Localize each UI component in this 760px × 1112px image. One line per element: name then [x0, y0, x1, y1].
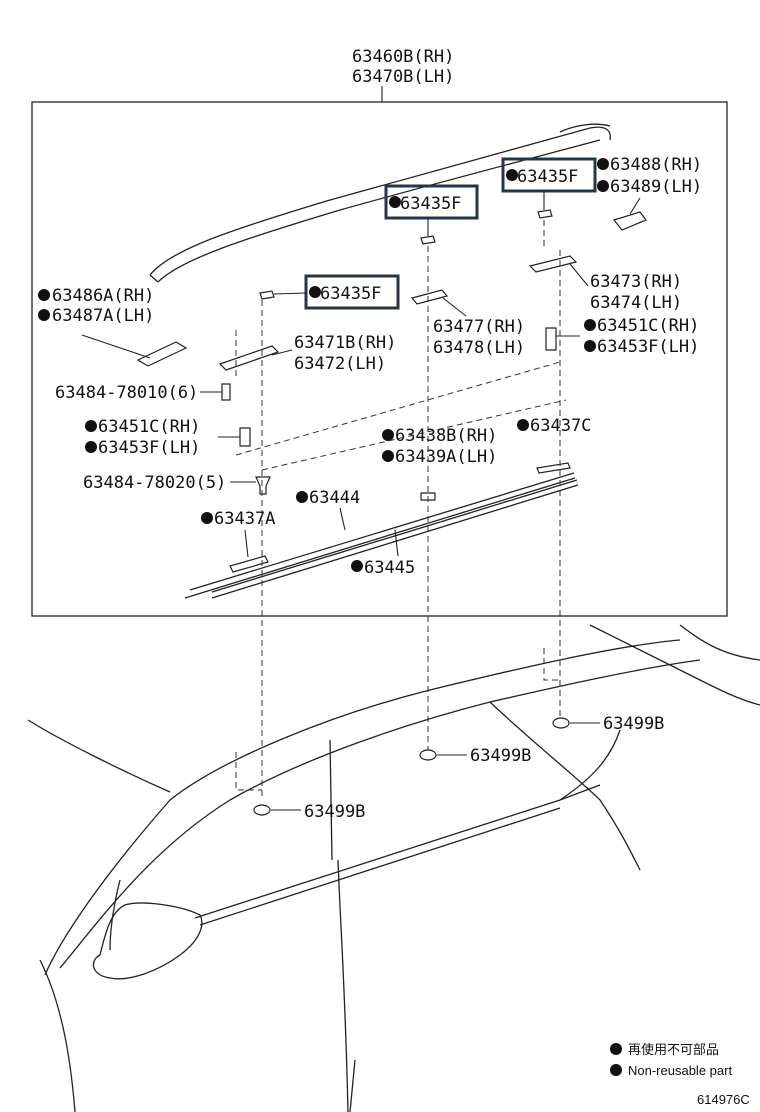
bolt-part: [221, 383, 231, 401]
label-63435f: 63435F: [517, 167, 578, 187]
legend: 再使用不可部品 Non-reusable part: [610, 1042, 732, 1078]
label-63473-rh: 63473(RH): [590, 272, 682, 292]
bracket-63473-part: [528, 255, 578, 273]
clip-63435f-part: [259, 290, 275, 300]
non-reusable-bullet-icon: [85, 420, 97, 432]
callout-63435f-middle: 63435F: [384, 184, 479, 220]
label-63499b: 63499B: [603, 714, 664, 734]
roof-molding-strips: [184, 472, 579, 599]
label-63438b-rh: 63438B(RH): [395, 426, 497, 446]
label-63472-lh: 63472(LH): [294, 354, 386, 374]
end-cap-part: [612, 211, 647, 231]
label-63488-rh: 63488(RH): [610, 155, 702, 175]
non-reusable-bullet-icon: [584, 319, 596, 331]
non-reusable-bullet-icon: [610, 1064, 622, 1076]
clip-63437c-part: [536, 462, 571, 474]
bracket-63471b-part: [218, 345, 280, 371]
non-reusable-bullet-icon: [38, 289, 50, 301]
label-63451c-rh: 63451C(RH): [597, 316, 699, 336]
label-63484-78020: 63484-78020(5): [83, 473, 226, 493]
clip-63499b-left: 63499B: [253, 802, 365, 822]
label-63437c: 63437C: [530, 416, 591, 436]
bracket-63477-part: [410, 289, 449, 305]
label-63435f: 63435F: [320, 284, 381, 304]
non-reusable-bullet-icon: [597, 180, 609, 192]
non-reusable-bullet-icon: [517, 419, 529, 431]
label-63460b-rh: 63460B(RH): [352, 47, 454, 67]
label-63451c-rh: 63451C(RH): [98, 417, 200, 437]
non-reusable-bullet-icon: [597, 158, 609, 170]
label-63487a-lh: 63487A(LH): [52, 306, 154, 326]
clip-63499b-right: 63499B: [552, 714, 664, 734]
non-reusable-bullet-icon: [38, 309, 50, 321]
non-reusable-bullet-icon: [309, 286, 321, 298]
label-63478-lh: 63478(LH): [433, 338, 525, 358]
label-63435f: 63435F: [400, 194, 461, 214]
label-63477-rh: 63477(RH): [433, 317, 525, 337]
exploded-view-frame: [31, 101, 728, 617]
non-reusable-bullet-icon: [382, 429, 394, 441]
fastener-part: [545, 327, 557, 351]
label-63445: 63445: [364, 558, 415, 578]
vehicle-body-outline: [27, 624, 760, 1112]
non-reusable-bullet-icon: [351, 560, 363, 572]
non-reusable-bullet-icon: [389, 196, 401, 208]
clip-63435f-part: [537, 209, 553, 219]
clip-63437a-part: [229, 555, 269, 573]
diagram-id: 614976C: [697, 1092, 750, 1107]
label-63453f-lh: 63453F(LH): [98, 438, 200, 458]
non-reusable-bullet-icon: [296, 491, 308, 503]
label-63453f-lh: 63453F(LH): [597, 337, 699, 357]
non-reusable-bullet-icon: [85, 441, 97, 453]
roof-rail: [149, 123, 611, 283]
label-63439a-lh: 63439A(LH): [395, 447, 497, 467]
label-63499b: 63499B: [304, 802, 365, 822]
label-63474-lh: 63474(LH): [590, 293, 682, 313]
callout-63435f-top: 63435F: [501, 157, 597, 193]
legend-text-jp: 再使用不可部品: [628, 1042, 719, 1057]
label-63444: 63444: [309, 488, 360, 508]
non-reusable-bullet-icon: [610, 1043, 622, 1055]
label-63489-lh: 63489(LH): [610, 177, 702, 197]
non-reusable-bullet-icon: [201, 512, 213, 524]
non-reusable-bullet-icon: [506, 169, 518, 181]
end-cover-part: [136, 341, 188, 367]
label-63470b-lh: 63470B(LH): [352, 67, 454, 87]
non-reusable-bullet-icon: [382, 450, 394, 462]
assembly-guide-lines: [235, 220, 567, 800]
non-reusable-bullet-icon: [584, 340, 596, 352]
label-63486a-rh: 63486A(RH): [52, 286, 154, 306]
label-63471b-rh: 63471B(RH): [294, 333, 396, 353]
clip-63435f-part: [420, 235, 436, 245]
clip-63499b-middle: 63499B: [419, 746, 531, 766]
label-63484-78010: 63484-78010(6): [55, 383, 198, 403]
screw-part: [255, 476, 271, 495]
label-63437a: 63437A: [214, 509, 275, 529]
label-63499b: 63499B: [470, 746, 531, 766]
callout-63435f-left: 63435F: [304, 274, 400, 310]
fastener-part: [239, 427, 251, 447]
legend-text-en: Non-reusable part: [628, 1063, 732, 1078]
